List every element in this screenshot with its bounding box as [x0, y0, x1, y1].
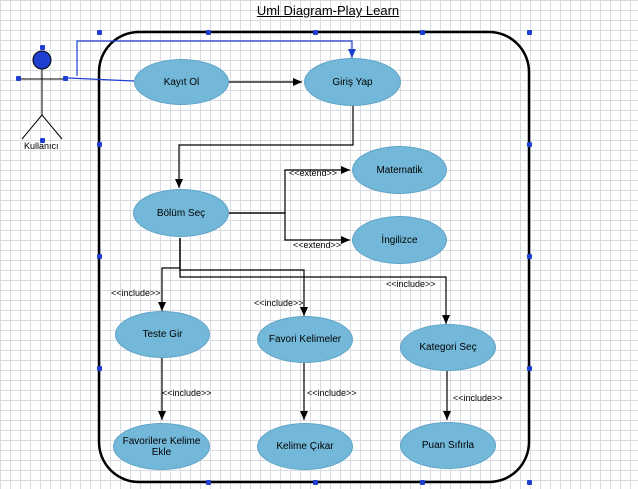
handle-boundary-b3[interactable]: [420, 480, 425, 485]
handle-boundary-tr[interactable]: [527, 30, 532, 35]
usecase-puan-sifirla[interactable]: Puan Sıfırla: [400, 422, 496, 469]
handle-boundary-r2[interactable]: [527, 254, 532, 259]
label-include-cikar: <<include>>: [307, 388, 357, 398]
handle-actor-top[interactable]: [40, 45, 45, 50]
handle-boundary-r3[interactable]: [527, 366, 532, 371]
usecase-kategori-sec[interactable]: Kategori Seç: [400, 324, 496, 371]
usecase-giris-yap[interactable]: Giriş Yap: [304, 58, 401, 106]
handle-boundary-l1[interactable]: [97, 142, 102, 147]
arrow-extend-ingilizce[interactable]: [228, 212, 350, 244]
label-extend-matematik: <<extend>>: [289, 168, 338, 178]
assoc-actor-kayit[interactable]: [67, 77, 135, 82]
handle-actor-right[interactable]: [63, 76, 68, 81]
handle-boundary-tm3[interactable]: [420, 30, 425, 35]
arrow-include-teste[interactable]: [158, 238, 181, 311]
usecase-kelime-cikar[interactable]: Kelime Çıkar: [257, 423, 353, 470]
arrow-include-kategori[interactable]: [179, 238, 450, 324]
label-include-teste: <<include>>: [111, 288, 161, 298]
handle-boundary-tm[interactable]: [206, 30, 211, 35]
handle-boundary-l3[interactable]: [97, 366, 102, 371]
usecase-teste-gir[interactable]: Teste Gir: [115, 311, 210, 358]
diagram-title: Uml Diagram-Play Learn: [256, 3, 400, 18]
handle-actor-bottom[interactable]: [40, 138, 45, 143]
handle-boundary-b2[interactable]: [313, 480, 318, 485]
label-include-kategori: <<include>>: [386, 279, 436, 289]
arrow-giris-bolum[interactable]: [175, 106, 354, 188]
handle-boundary-r1[interactable]: [527, 142, 532, 147]
label-include-favorilere: <<include>>: [162, 388, 212, 398]
usecase-ingilizce[interactable]: İngilizce: [352, 216, 447, 264]
handle-actor-left[interactable]: [16, 76, 21, 81]
label-extend-ingilizce: <<extend>>: [293, 240, 342, 250]
usecase-bolum-sec[interactable]: Bölüm Seç: [133, 189, 229, 237]
actor-figure[interactable]: [19, 50, 65, 140]
handle-boundary-l2[interactable]: [97, 254, 102, 259]
usecase-favori-kelimeler[interactable]: Favori Kelimeler: [257, 316, 353, 363]
handle-boundary-tl[interactable]: [97, 30, 102, 35]
handle-boundary-tm2[interactable]: [313, 30, 318, 35]
actor-label: Kullanıcı: [24, 141, 59, 151]
actor-head: [32, 50, 52, 70]
label-include-puan: <<include>>: [453, 393, 503, 403]
handle-boundary-b4[interactable]: [527, 480, 532, 485]
usecase-matematik[interactable]: Matematik: [352, 146, 447, 194]
assoc-actor-giris[interactable]: [76, 40, 356, 76]
handle-boundary-b1[interactable]: [206, 480, 211, 485]
label-include-favori: <<include>>: [254, 298, 304, 308]
usecase-kayit-ol[interactable]: Kayıt Ol: [134, 59, 229, 105]
usecase-favorilere-kelime-ekle[interactable]: Favorilere Kelime Ekle: [113, 423, 210, 470]
actor-right-leg: [41, 114, 63, 140]
actor-left-leg: [21, 114, 43, 140]
